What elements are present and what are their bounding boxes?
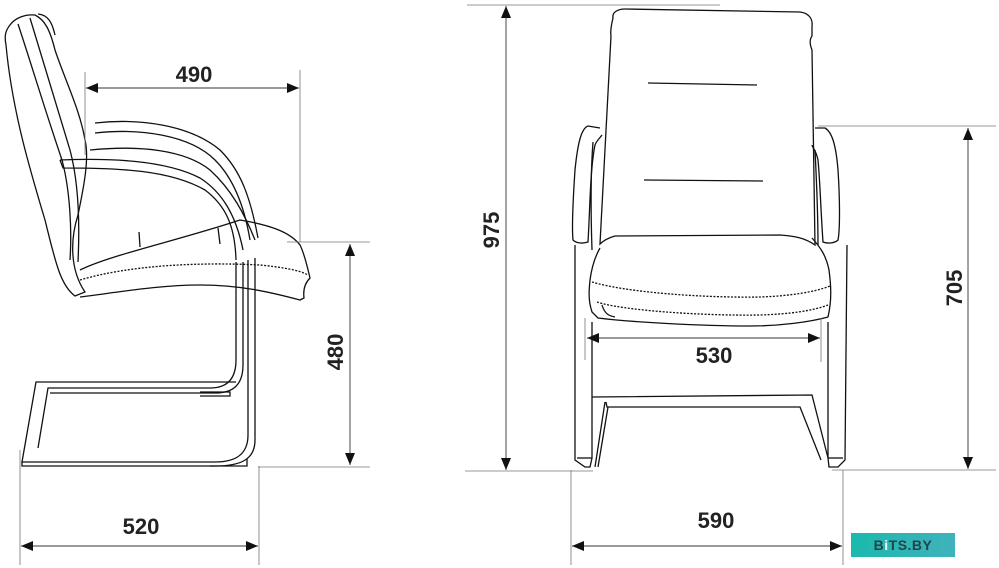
watermark-highlight: i	[884, 537, 889, 553]
watermark-prefix: B	[873, 537, 885, 553]
watermark-suffix: TS.BY	[888, 537, 933, 553]
dim-975-label: 975	[479, 212, 504, 249]
dim-520-label: 520	[123, 514, 160, 539]
dim-530-label: 530	[696, 343, 733, 368]
front-view-chair	[571, 8, 848, 468]
dim-lines-side	[19, 70, 370, 565]
dim-590-label: 590	[698, 508, 735, 533]
dim-lines-front	[465, 4, 996, 565]
dim-705-label: 705	[942, 270, 967, 307]
dim-480-label: 480	[323, 334, 348, 371]
dim-490-label: 490	[176, 62, 213, 87]
side-view-chair	[4, 13, 311, 467]
